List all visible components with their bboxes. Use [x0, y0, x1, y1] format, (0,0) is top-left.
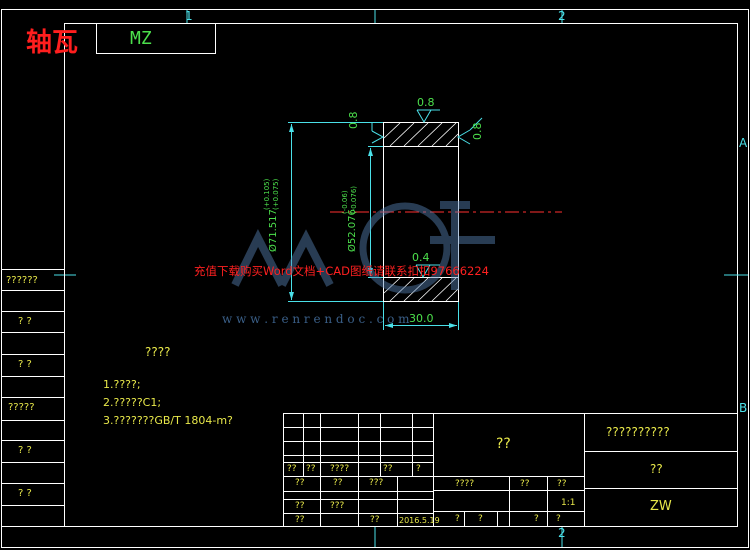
note-2: 2.?????C1;: [103, 396, 162, 409]
inner-diameter-dim: Ø52.076: [347, 209, 358, 252]
tb-row3-c1: ??: [287, 464, 297, 474]
finish-top: 0.8: [417, 96, 435, 109]
zone-label-a: A: [739, 136, 748, 150]
zone-label-bottom-2: 2: [558, 526, 566, 540]
tb-weight-label: ??: [520, 479, 530, 489]
drawing-code: MZ: [130, 28, 152, 49]
inner-tol-upper: (-0.06): [341, 190, 349, 214]
zone-label-top-1: 1: [185, 9, 193, 23]
tb-scale-value: 1:1: [561, 498, 576, 508]
finish-left: 0.8: [347, 111, 360, 130]
tb-scale-label: ??: [557, 479, 567, 489]
side-column-grid: [1, 269, 65, 527]
tb-row3-c4: ??: [383, 464, 393, 474]
outer-tol-upper: (+0.105): [263, 178, 271, 210]
inner-diameter-value: Ø52.076: [347, 209, 358, 252]
tb-part-name: ??: [496, 436, 511, 452]
outer-tolerance: (+0.105) (+0.075): [263, 179, 281, 210]
length-dim: 30.0: [409, 312, 434, 325]
tb-signer: ??: [295, 515, 305, 525]
tb-sheet-3: ?: [534, 514, 539, 524]
watermark-text: 充值下载购买Word文档+CAD图纸请联系扣扣97666224: [194, 264, 489, 278]
tb-row3-c3: ????: [330, 464, 350, 474]
side-cell-5: ? ?: [18, 445, 32, 456]
tb-sheet-1: ?: [455, 514, 460, 524]
side-cell-4: ?????: [8, 402, 35, 413]
tb-sheet-4: ?: [556, 514, 561, 524]
finish-bore: 0.4: [412, 251, 430, 264]
tb-row6-c1: ??: [295, 501, 305, 511]
tb-drawing-no: ZW: [650, 499, 672, 514]
tb-date: 2016.5.19: [399, 516, 440, 525]
title-block-grid: [283, 413, 738, 527]
watermark-logo: [231, 201, 495, 294]
inner-tol-lower: (-0.076): [350, 185, 358, 214]
outer-tol-lower: (+0.075): [272, 178, 280, 210]
tb-row3-c2: ??: [306, 464, 316, 474]
code-box: [96, 23, 216, 54]
tb-row4-c1: ??: [295, 478, 305, 488]
tb-row6-c2: ???: [330, 501, 345, 511]
part-title-cn: 轴瓦: [26, 28, 79, 58]
part-view: [288, 109, 562, 330]
finish-right: 0.8: [471, 122, 484, 141]
note-1: 1.????;: [103, 378, 141, 391]
note-3: 3.???????GB/T 1804-m?: [103, 414, 233, 427]
tb-row4-c2: ??: [333, 478, 343, 488]
side-cell-6: ? ?: [18, 488, 32, 499]
tb-row4-c3: ???: [369, 478, 384, 488]
outer-diameter-value: Ø71.517: [268, 209, 279, 252]
tb-row3-c5: ?: [416, 464, 421, 474]
zone-label-top-2: 2: [558, 9, 566, 23]
notes-heading: ????: [145, 345, 171, 359]
tb-company: ??????????: [606, 425, 670, 439]
tb-material: ??: [650, 462, 663, 476]
zone-ticks: [54, 10, 748, 547]
side-cell-2: ? ?: [18, 316, 32, 327]
inner-tolerance: (-0.06) (-0.076): [341, 186, 359, 214]
tb-signer-2: ??: [370, 515, 380, 525]
side-cell-1: ??????: [6, 275, 38, 286]
zone-label-b: B: [739, 401, 748, 415]
side-cell-3: ? ?: [18, 359, 32, 370]
tb-stage-label: ????: [455, 479, 475, 489]
outer-diameter-dim: Ø71.517: [268, 209, 279, 252]
watermark-site: w w w . r e n r e n d o c . c o m: [222, 312, 410, 326]
tb-sheet-2: ?: [478, 514, 483, 524]
